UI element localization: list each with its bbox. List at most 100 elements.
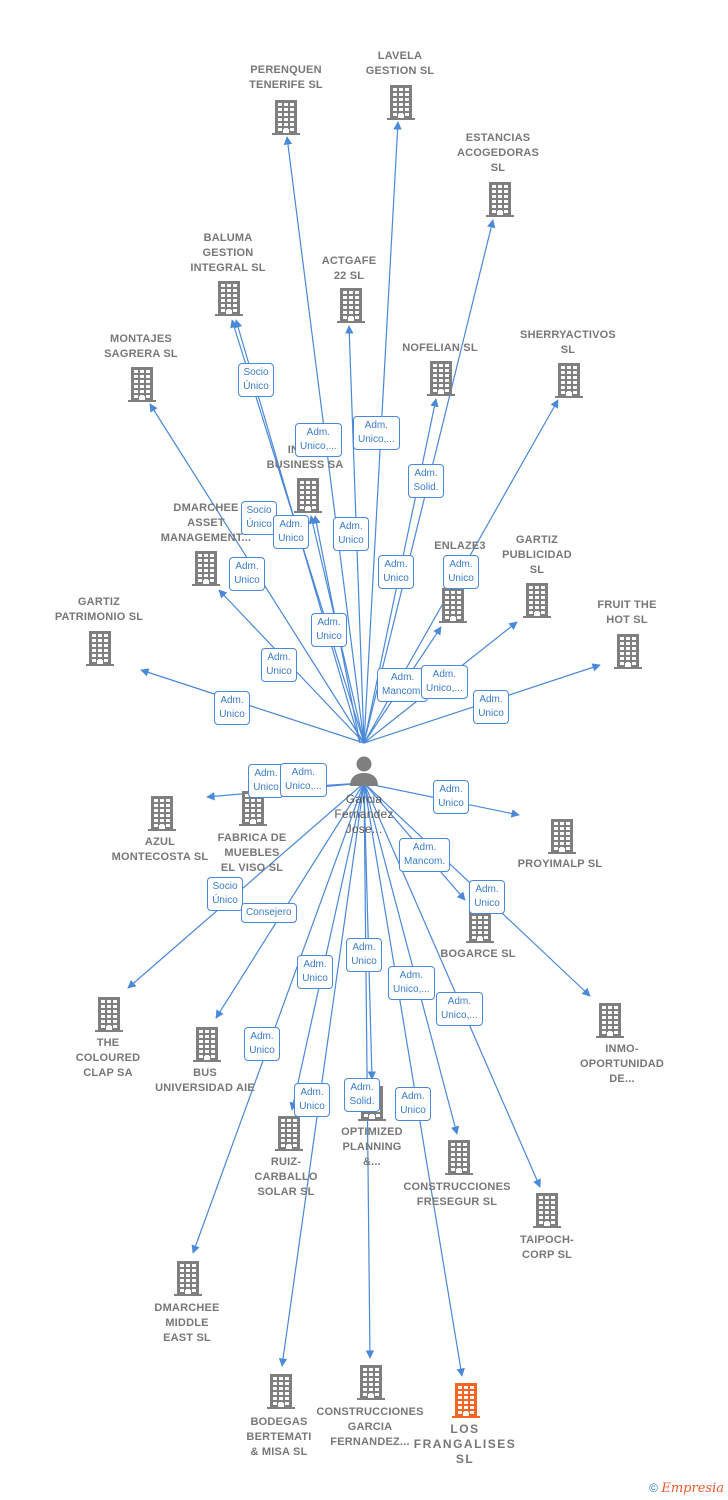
company-label-azul[interactable]: AZUL MONTECOSTA SL [111, 836, 209, 863]
building-icon[interactable] [533, 1192, 561, 1228]
company-label-taipoch[interactable]: TAIPOCH- CORP SL [520, 1234, 574, 1261]
edge-label[interactable]: Adm. Unico [473, 690, 509, 724]
person-icon[interactable] [349, 755, 379, 787]
edge-gartiz_pat [140, 668, 365, 744]
company-label-proyimalp[interactable]: PROYIMALP SL [517, 858, 603, 870]
edge-label[interactable]: Socio Único [207, 877, 243, 911]
building-icon[interactable] [357, 1364, 385, 1400]
company-label-fresegur[interactable]: CONSTRUCCIONES FRESEGUR SL [403, 1181, 511, 1208]
company-label-montajes[interactable]: MONTAJES SAGRERA SL [104, 333, 178, 360]
building-icon[interactable] [192, 550, 220, 586]
edge-label[interactable]: Adm. Unico [294, 1083, 330, 1117]
edge-label[interactable]: Adm. Unico [311, 613, 347, 647]
edge-label[interactable]: Adm. Unico [248, 764, 284, 798]
edge-label[interactable]: Adm. Unico [273, 515, 309, 549]
company-label-lavela[interactable]: LAVELA GESTION SL [365, 50, 435, 77]
company-label-dmarchee_am[interactable]: DMARCHEE ASSET MANAGEMENT... [160, 502, 252, 544]
building-icon[interactable] [148, 795, 176, 831]
building-icon[interactable] [523, 582, 551, 618]
company-label-frangalises[interactable]: LOS FRANGALISES SL [413, 1422, 517, 1466]
edge-label[interactable]: Adm. Unico [469, 880, 505, 914]
edge-ruiz [289, 782, 365, 1111]
company-label-optimized[interactable]: OPTIMIZED PLANNING &... [341, 1126, 403, 1168]
edge-label[interactable]: Adm. Unico,... [353, 416, 400, 450]
edge-label[interactable]: Adm. Unico [214, 691, 250, 725]
edge-label[interactable]: Adm. Unico,... [388, 966, 435, 1000]
edge-label[interactable]: Adm. Unico,... [421, 665, 468, 699]
edge-label[interactable]: Adm. Unico [244, 1027, 280, 1061]
building-icon[interactable] [439, 587, 467, 623]
company-label-estancias[interactable]: ESTANCIAS ACOGEDORAS SL [456, 132, 540, 174]
edge-fresegur [363, 782, 460, 1135]
edge-label[interactable]: Adm. Unico [346, 938, 382, 972]
company-label-inmo[interactable]: INMO- OPORTUNIDAD DE... [579, 1043, 665, 1085]
building-icon[interactable] [445, 1139, 473, 1175]
edge-label[interactable]: Adm. Unico [433, 780, 469, 814]
company-label-gartiz_pub[interactable]: GARTIZ PUBLICIDAD SL [502, 534, 572, 576]
edge-label[interactable]: Adm. Solid. [344, 1078, 380, 1112]
edge-label[interactable]: Socio Único [241, 501, 277, 535]
company-label-dmarchee_me[interactable]: DMARCHEE MIDDLE EAST SL [154, 1302, 220, 1344]
edge-label[interactable]: Adm. Unico [395, 1087, 431, 1121]
building-icon[interactable] [95, 996, 123, 1032]
edge-label[interactable]: Consejero [241, 903, 297, 923]
company-label-bogarce[interactable]: BOGARCE SL [440, 948, 516, 960]
building-icon[interactable] [486, 181, 514, 217]
edge-bodegas [278, 782, 365, 1367]
edge-label[interactable]: Adm. Unico [443, 555, 479, 589]
edge-label[interactable]: Adm. Unico [378, 555, 414, 589]
building-icon[interactable] [275, 1115, 303, 1151]
edge-label[interactable]: Adm. Unico,... [436, 992, 483, 1026]
edge-cgarcia [363, 782, 375, 1359]
building-icon[interactable] [215, 280, 243, 316]
edge-bus [215, 782, 365, 1019]
edge-label[interactable]: Adm. Mancom. [399, 838, 451, 872]
company-label-bodegas[interactable]: BODEGAS BERTEMATI & MISA SL [246, 1416, 312, 1458]
company-label-cgarcia[interactable]: CONSTRUCCIONES GARCIA FERNANDEZ... [316, 1406, 424, 1448]
building-icon[interactable] [294, 477, 322, 513]
edge-label[interactable]: Adm. Unico [229, 557, 265, 591]
company-label-nofelian[interactable]: NOFELIAN SL [402, 342, 478, 354]
company-label-sherry[interactable]: SHERRYACTIVOS SL [520, 329, 616, 356]
edge-label[interactable]: Adm. Unico [333, 517, 369, 551]
edge-label[interactable]: Adm. Unico,... [280, 763, 327, 797]
edge-label[interactable]: Adm. Unico [297, 955, 333, 989]
copyright-icon: © [649, 1481, 659, 1495]
building-icon[interactable] [267, 1373, 295, 1409]
company-label-perenquen[interactable]: PERENQUEN TENERIFE SL [249, 64, 323, 91]
building-icon[interactable] [427, 360, 455, 396]
company-label-bus[interactable]: BUS UNIVERSIDAD AIE [155, 1067, 255, 1094]
edge-label[interactable]: Adm. Unico,... [295, 423, 342, 457]
company-label-actgafe[interactable]: ACTGAFE 22 SL [321, 255, 377, 282]
edge-label[interactable]: Adm. Mancom. [377, 668, 429, 702]
company-label-ruiz[interactable]: RUIZ- CARBALLO SOLAR SL [254, 1156, 318, 1198]
company-label-fabrica[interactable]: FABRICA DE MUEBLES EL VISO SL [217, 832, 287, 874]
company-label-coloured[interactable]: THE COLOURED CLAP SA [75, 1037, 141, 1079]
company-label-gartiz_pat[interactable]: GARTIZ PATRIMONIO SL [54, 596, 144, 623]
building-icon[interactable] [555, 362, 583, 398]
edge-coloured [127, 782, 365, 989]
building-icon[interactable] [387, 84, 415, 120]
building-icon[interactable] [174, 1260, 202, 1296]
building-icon[interactable] [596, 1002, 624, 1038]
building-icon[interactable] [272, 99, 300, 135]
brand-logo[interactable]: Empresia [661, 1481, 724, 1496]
building-icon[interactable] [466, 907, 494, 943]
building-icon[interactable] [337, 287, 365, 323]
building-icon[interactable] [452, 1382, 480, 1418]
building-icon[interactable] [548, 818, 576, 854]
edge-taipoch [363, 782, 541, 1188]
building-icon[interactable] [239, 790, 267, 826]
building-icon[interactable] [86, 630, 114, 666]
building-icon[interactable] [193, 1026, 221, 1062]
edge-label[interactable]: Socio Único [238, 363, 274, 397]
company-label-fruit[interactable]: FRUIT THE HOT SL [597, 599, 657, 626]
building-icon[interactable] [614, 633, 642, 669]
edge-label[interactable]: Adm. Solid. [408, 464, 444, 498]
edge-dmarchee_me [191, 782, 365, 1254]
edge-optimized [363, 782, 376, 1080]
edge-label[interactable]: Adm. Unico [261, 648, 297, 682]
building-icon[interactable] [128, 366, 156, 402]
company-label-baluma[interactable]: BALUMA GESTION INTEGRAL SL [190, 232, 266, 274]
center-person-name[interactable]: Garcia Fernandez Jose... [334, 792, 394, 836]
